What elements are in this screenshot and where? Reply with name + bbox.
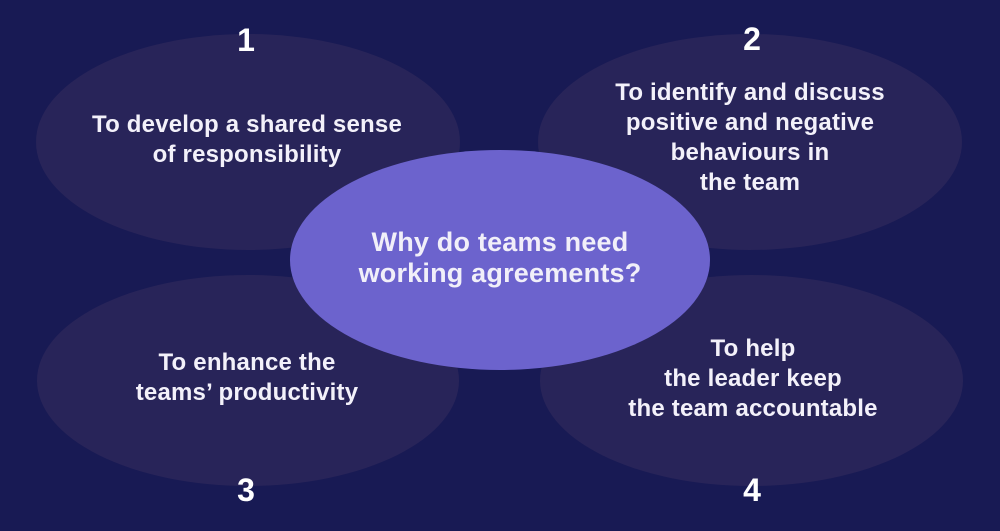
center-question-label: Why do teams need working agreements? [358,227,642,288]
center-ellipse [290,150,710,370]
bubble-label-3: To enhance the teams’ productivity [135,349,359,406]
bubble-label-4: To help the leader keep the team account… [628,335,878,422]
bubble-number-3: 3 [237,472,255,508]
bubble-number-4: 4 [743,472,761,508]
bubble-label-2: To identify and discuss positive and neg… [615,79,885,196]
bubble-number-2: 2 [743,21,761,57]
bubble-label-1: To develop a shared sense of responsibil… [91,111,402,168]
bubble-number-1: 1 [237,22,255,58]
